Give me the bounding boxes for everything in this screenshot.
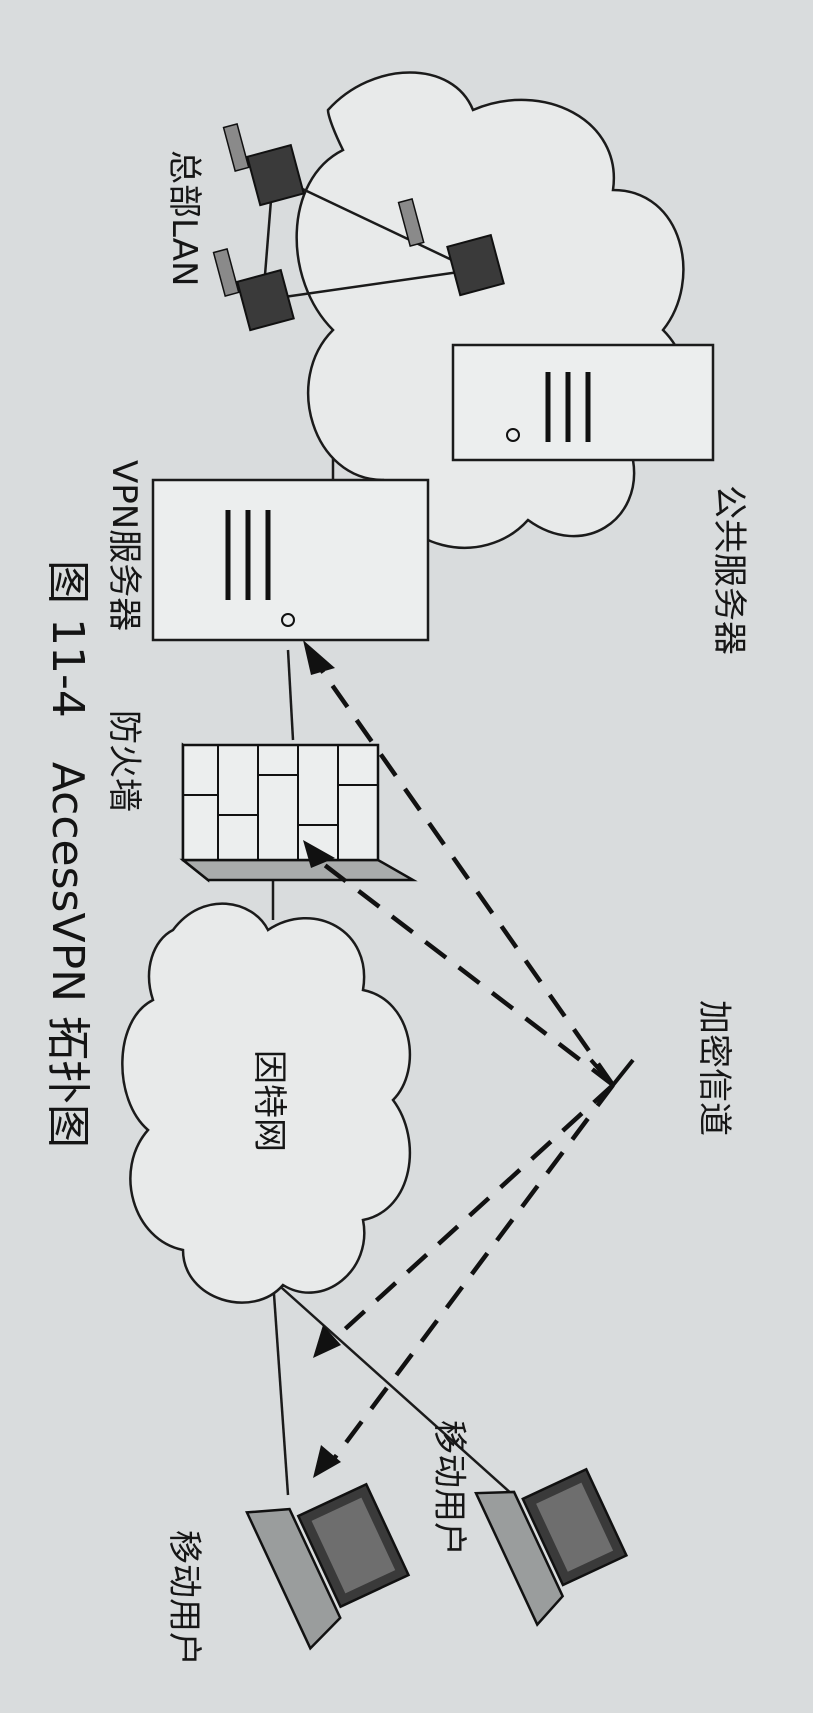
link-internet-to-laptop1: [273, 1280, 513, 1495]
hq-lan-cloud: [297, 73, 687, 548]
vpn-server-box: [153, 480, 428, 640]
figure-caption: 图 11-4 AccessVPN 拓扑图: [42, 560, 93, 1148]
laptop-2: [247, 1462, 419, 1649]
label-mobile-user-2: 移动用户: [164, 1530, 204, 1666]
hq-computer-3: [214, 249, 294, 330]
vpn-server: [153, 480, 428, 640]
label-firewall: 防火墙: [104, 710, 144, 812]
firewall-side: [183, 860, 413, 880]
firewall: [183, 745, 413, 880]
label-internet: 因特网: [249, 1050, 289, 1152]
arrowhead-vpn: [303, 640, 335, 675]
hq-computer-1: [224, 124, 304, 205]
label-vpn-server: VPN服务器: [104, 460, 144, 631]
firewall-face: [183, 745, 378, 860]
arrowhead-laptop2: [313, 1445, 341, 1478]
public-server-box: [453, 345, 713, 460]
arrowhead-laptop1: [313, 1325, 341, 1358]
label-encrypted-tunnel: 加密信道: [694, 1000, 734, 1136]
label-public-server: 公共服务器: [709, 485, 749, 655]
link-vpn-to-firewall: [288, 650, 293, 740]
laptop-1: [476, 1447, 637, 1625]
public-server: [453, 345, 713, 460]
hq-lan: [214, 73, 687, 548]
rotated-figure: 总部LAN 公共服务器 VPN服务器 防火墙 因特网 加密信道 移动用户 移动用…: [42, 73, 749, 1667]
link-internet-to-laptop2: [273, 1280, 288, 1495]
label-mobile-user-1: 移动用户: [429, 1420, 469, 1556]
label-hq-lan: 总部LAN: [164, 150, 204, 286]
